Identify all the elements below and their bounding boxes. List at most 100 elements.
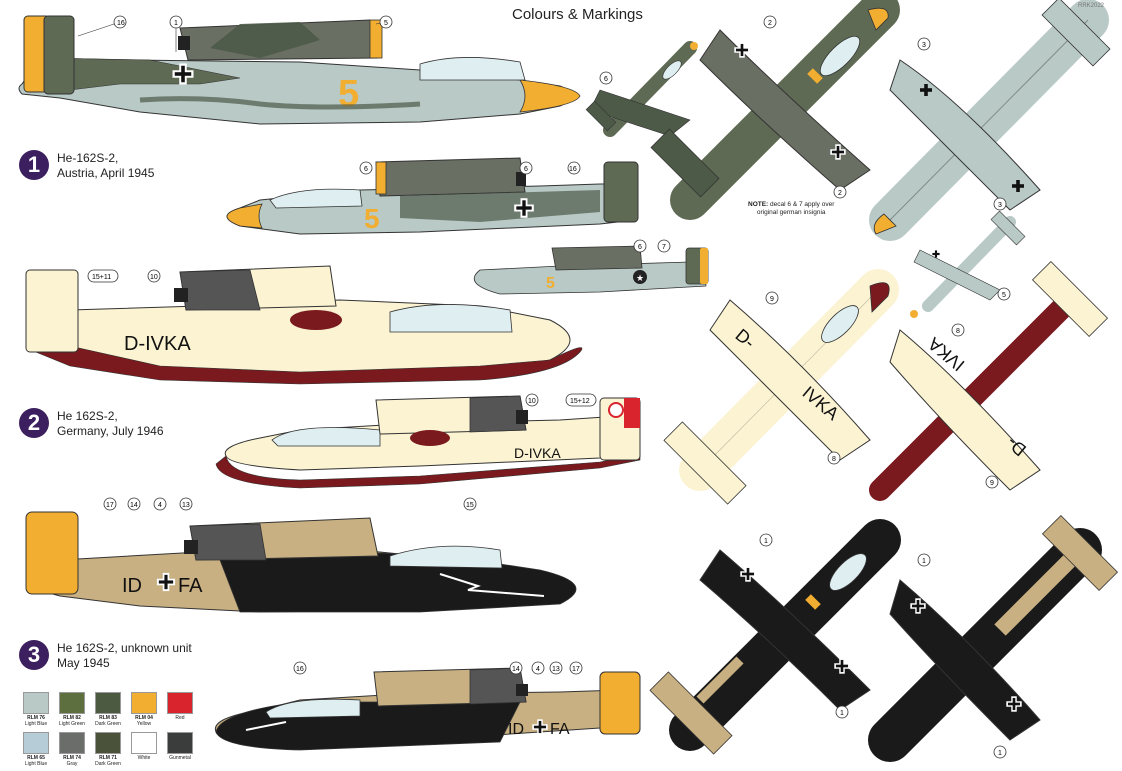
callout-16c: 16 (293, 661, 307, 675)
callout-13: 13 (179, 497, 193, 511)
profile-3-left: ID FA (25, 511, 577, 613)
digit-marking: 5 (364, 203, 380, 234)
callout-6a: 6 (359, 161, 373, 175)
callout-16b: 16 (567, 161, 581, 175)
swatch-name: Light Green (58, 721, 86, 727)
callout-9b: 9 (985, 475, 999, 489)
plan-1-small-bottom (910, 210, 1026, 318)
callout-4: 4 (153, 497, 167, 511)
swatch-chip (131, 732, 157, 754)
colour-swatch: Red (163, 692, 197, 727)
swatch-code: RLM 71 (99, 755, 117, 761)
scheme-2-label: 2 He 162S-2, Germany, July 1946 (19, 408, 164, 439)
code-left: ID (508, 721, 524, 738)
swatch-code: RLM 74 (63, 755, 81, 761)
svg-text:4: 4 (158, 502, 162, 509)
scheme-type: He-162S-2, (57, 151, 119, 165)
svg-text:15: 15 (466, 502, 474, 509)
note-line-1: decal 6 & 7 apply over (770, 201, 835, 208)
callout-1a: 1 (759, 533, 773, 547)
note-label: NOTE: (748, 201, 769, 208)
profile-2-left: D-IVKA (25, 265, 583, 385)
callout-1: 1 (169, 15, 183, 52)
callout-markers: 16 1 5 6 6 16 6 7 6 2 2 3 3 5 15+11 10 1… (77, 15, 1011, 759)
callout-7: 7 (657, 239, 671, 253)
colour-swatch: White (127, 732, 161, 767)
svg-text:17: 17 (572, 666, 580, 673)
swatch-chip (23, 692, 49, 714)
callout-13b: 13 (549, 661, 563, 675)
swatch-chip (59, 692, 85, 714)
swatch-chip (59, 732, 85, 754)
swatch-code: RLM 76 (27, 715, 45, 721)
callout-15: 15 (463, 497, 477, 511)
scheme-3-label: 3 He 162S-2, unknown unit May 1945 (19, 640, 192, 671)
callout-1c: 1 (917, 553, 931, 567)
swatch-name: Gray (66, 761, 78, 767)
callout-3b: 3 (993, 197, 1007, 211)
callout-5: 5 (375, 15, 393, 29)
plan-2-top: D- IVKA (663, 269, 899, 505)
svg-text:9: 9 (770, 296, 774, 303)
swatch-chip (95, 692, 121, 714)
swatch-name: Gunmetal (169, 755, 191, 761)
swatch-name: Light Blue (24, 761, 48, 767)
page-title: Colours & Markings (512, 6, 643, 23)
svg-text:13: 13 (552, 666, 560, 673)
svg-text:15+12: 15+12 (570, 398, 590, 405)
callout-17b: 17 (569, 661, 583, 675)
svg-text:14: 14 (130, 502, 138, 509)
svg-text:6: 6 (364, 166, 368, 173)
callout-14b: 14 (509, 661, 523, 675)
svg-text:5: 5 (1002, 292, 1006, 299)
callout-4b: 4 (531, 661, 545, 675)
swatch-chip (131, 692, 157, 714)
callout-1d: 1 (993, 745, 1007, 759)
plan-3-top (649, 519, 901, 755)
svg-text:9: 9 (990, 480, 994, 487)
callout-8a: 8 (827, 451, 841, 465)
svg-text:10: 10 (528, 398, 536, 405)
swatch-code: RLM 65 (27, 755, 45, 761)
svg-text:1: 1 (998, 750, 1002, 757)
callout-6d: 6 (599, 71, 613, 85)
plan-1-small-top (585, 41, 698, 137)
callout-10b: 10 (525, 393, 539, 407)
code-right: FA (178, 575, 203, 597)
svg-text:★: ★ (636, 273, 644, 283)
swatch-code: RLM 04 (135, 715, 153, 721)
swatch-name: Yellow (136, 721, 152, 727)
svg-text:15+11: 15+11 (92, 274, 111, 281)
swatch-chip (167, 692, 193, 714)
callout-3a: 3 (917, 37, 931, 51)
swatch-name: Dark Green (95, 761, 121, 767)
profile-3-right: ID FA (214, 667, 641, 751)
plan-1-large-top (650, 0, 900, 220)
colour-swatch: Gunmetal (163, 732, 197, 767)
svg-text:14: 14 (512, 666, 520, 673)
scheme-place-date: May 1945 (57, 656, 110, 670)
svg-text:8: 8 (956, 328, 960, 335)
svg-text:6: 6 (524, 166, 528, 173)
registration-marking: D-IVKA (514, 445, 561, 461)
swatch-name: White (137, 755, 151, 761)
colour-swatch (199, 692, 233, 727)
scheme-number-badge: 2 (19, 408, 49, 438)
code-left: ID (122, 575, 142, 597)
plan-3-bottom (868, 514, 1119, 762)
callout-10: 10 (147, 269, 161, 283)
svg-text:5: 5 (384, 20, 388, 27)
svg-text:4: 4 (536, 666, 540, 673)
digit-marking: 5 (546, 275, 555, 292)
callout-17: 17 (103, 497, 117, 511)
swatch-name: Light Blue (24, 721, 48, 727)
svg-text:13: 13 (182, 502, 190, 509)
svg-text:6: 6 (638, 244, 642, 251)
svg-text:1: 1 (764, 538, 768, 545)
svg-text:16: 16 (296, 666, 304, 673)
